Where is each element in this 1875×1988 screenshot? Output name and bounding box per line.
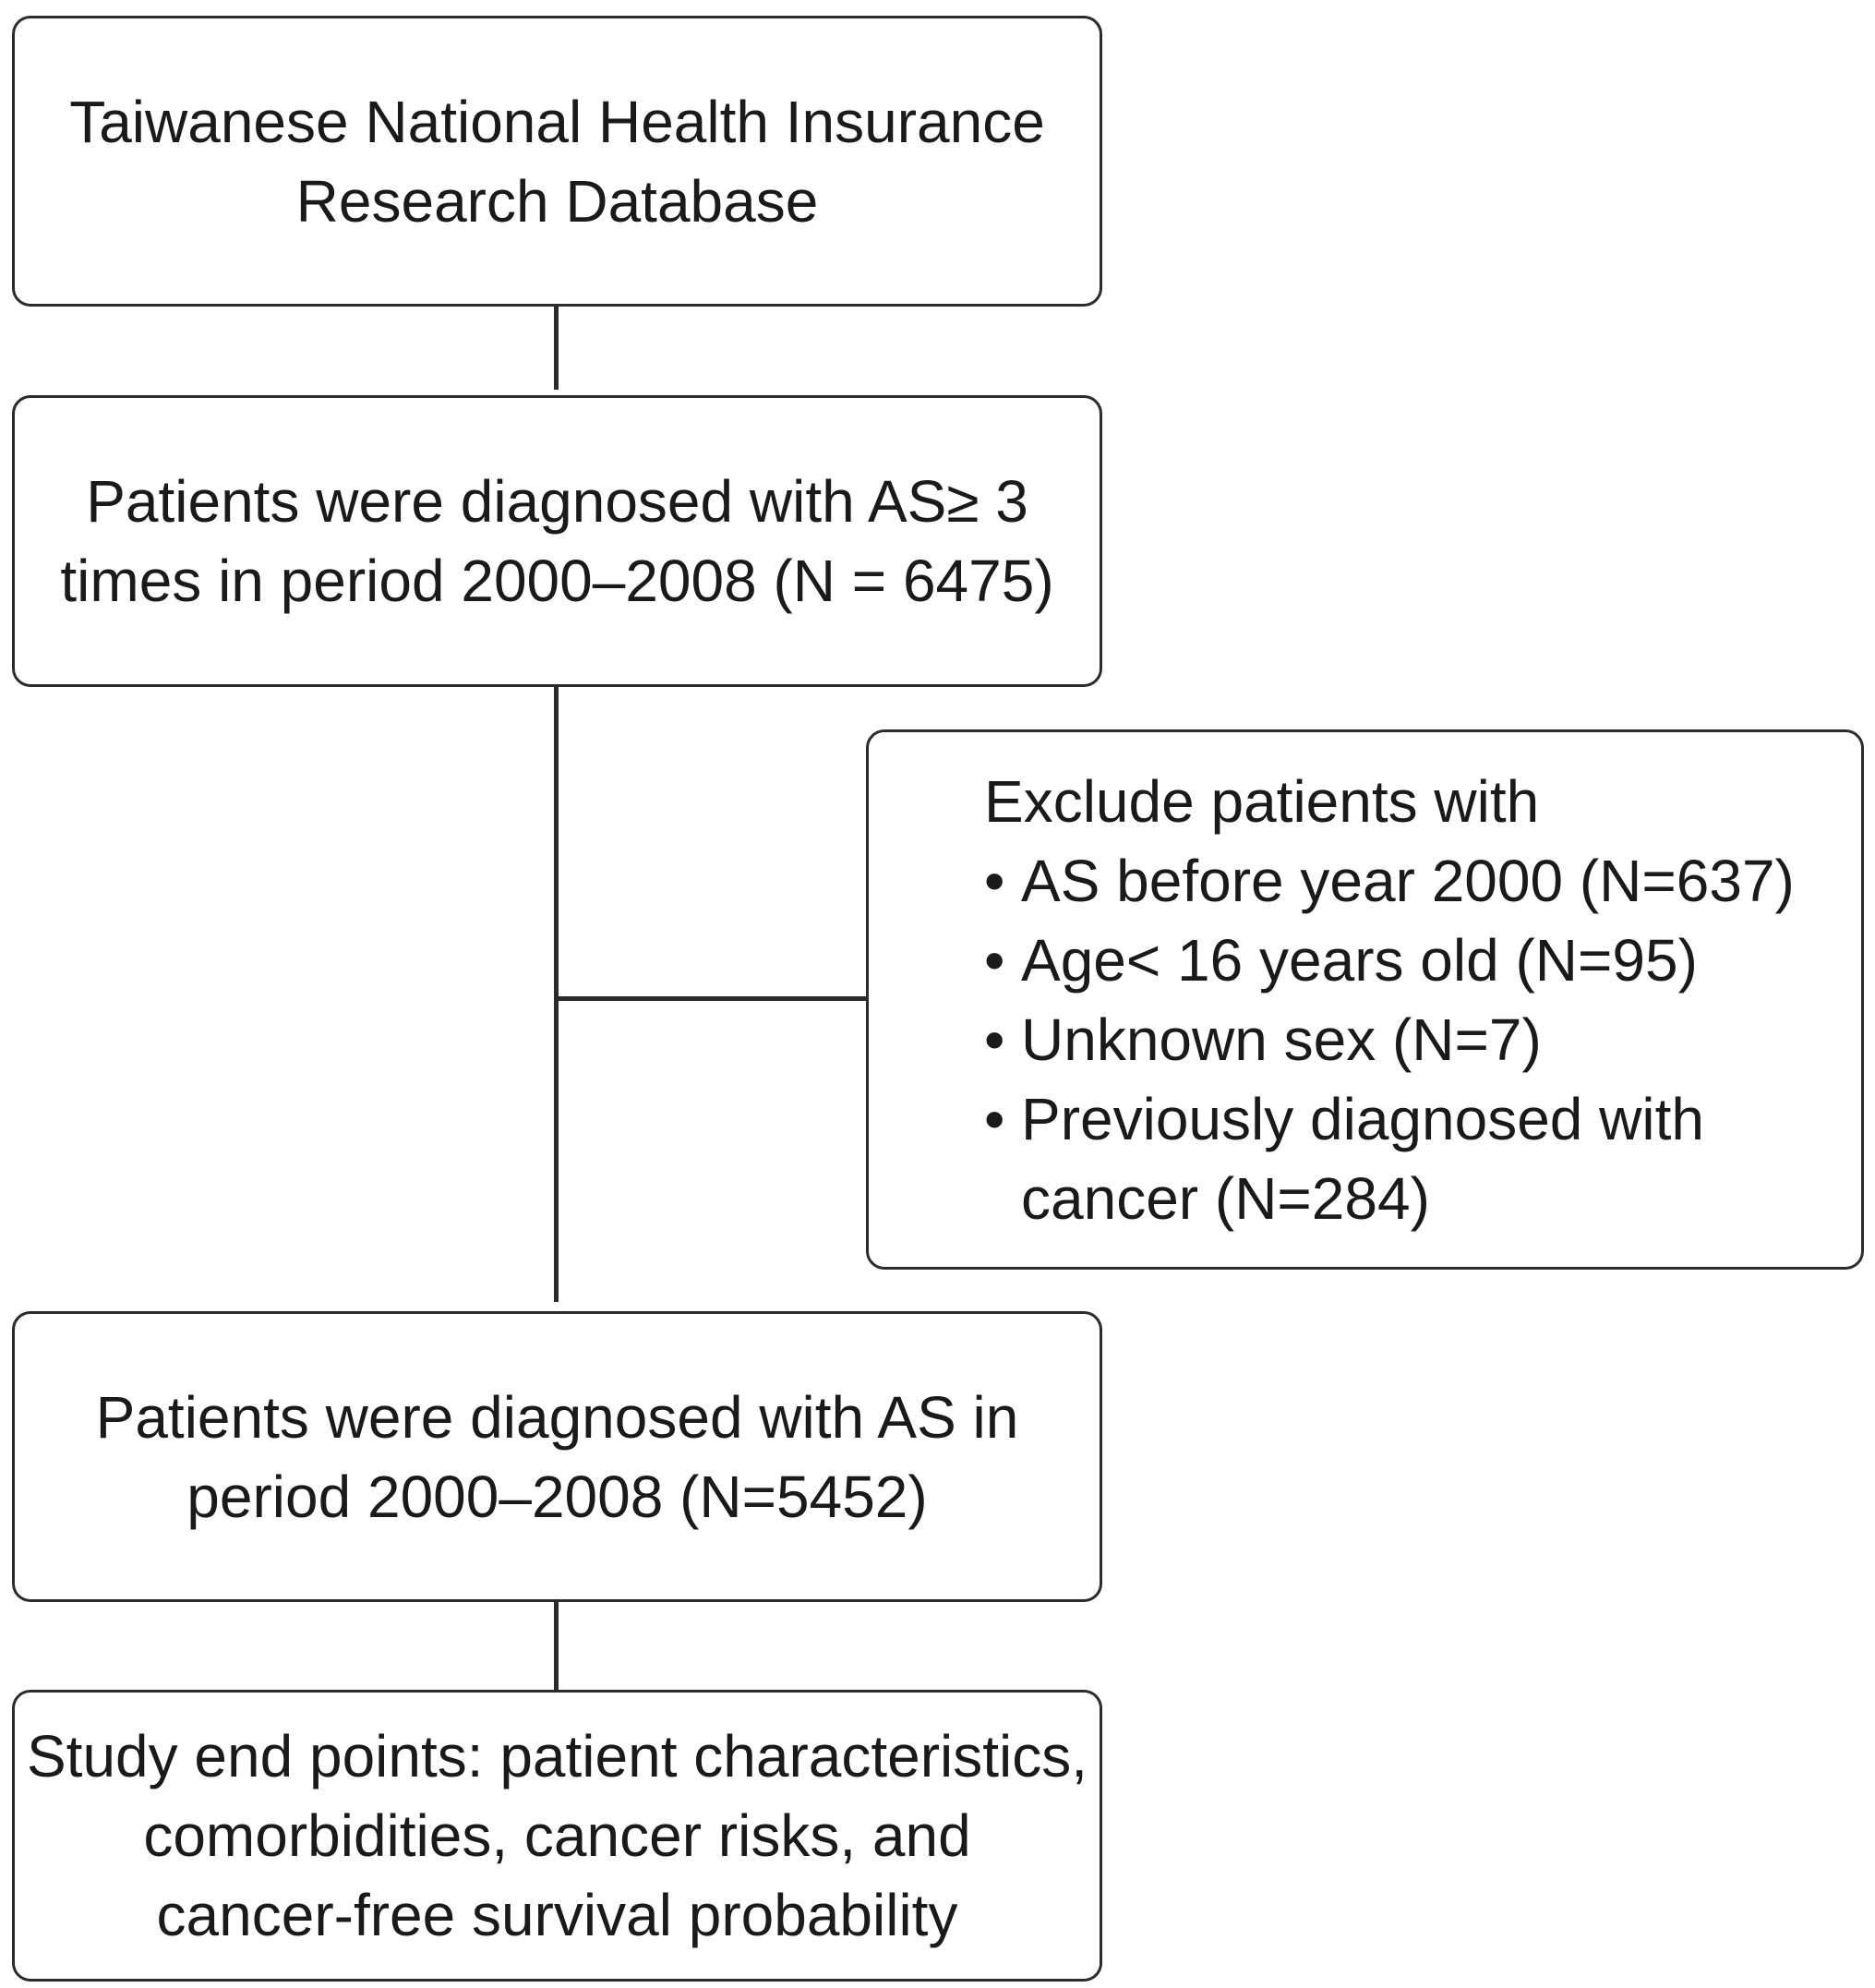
exclusion-item: • AS before year 2000 (N=637) (984, 841, 1795, 921)
source-box-line-1: Taiwanese National Health Insurance (69, 88, 1045, 155)
source-database-box: Taiwanese National Health Insurance Rese… (12, 16, 1102, 307)
connector-to-exclude-box (554, 996, 868, 1001)
exclusion-item-text: Previously diagnosed with (1021, 1085, 1704, 1152)
exclusion-item-continuation: cancer (N=284) (1021, 1164, 1430, 1232)
endpoints-box-line-3: cancer-free survival probability (156, 1882, 958, 1948)
bullet-icon: • (984, 926, 1005, 994)
initial-cohort-box: Patients were diagnosed with AS≥ 3 times… (12, 395, 1102, 687)
exclusion-heading: Exclude patients with (984, 767, 1540, 835)
exclusion-item: • Unknown sex (N=7) (984, 1000, 1542, 1079)
endpoints-box-line-1: Study end points: patient characteristic… (26, 1723, 1088, 1789)
bullet-icon: • (984, 1085, 1005, 1152)
exclusion-item-text: Age< 16 years old (N=95) (1021, 926, 1698, 994)
exclusion-criteria-box: Exclude patients with • AS before year 2… (866, 729, 1864, 1270)
cohort-box-line-1: Patients were diagnosed with AS≥ 3 (86, 468, 1028, 535)
final-box-line-2: period 2000–2008 (N=5452) (186, 1463, 928, 1530)
final-cohort-box: Patients were diagnosed with AS in perio… (12, 1311, 1102, 1602)
bullet-icon: • (984, 847, 1005, 914)
cohort-box-line-2: times in period 2000–2008 (N = 6475) (60, 548, 1054, 614)
connector-cohort-to-final (554, 685, 559, 1302)
exclusion-item-text: Unknown sex (N=7) (1021, 1006, 1542, 1073)
source-box-line-2: Research Database (295, 167, 819, 235)
final-box-line-1: Patients were diagnosed with AS in (95, 1383, 1019, 1451)
exclusion-item: • Age< 16 years old (N=95) (984, 921, 1698, 1000)
study-endpoints-box: Study end points: patient characteristic… (12, 1690, 1102, 1982)
connector-final-to-endpoints (554, 1597, 559, 1690)
bullet-icon: • (984, 1006, 1005, 1073)
endpoints-box-line-2: comorbidities, cancer risks, and (143, 1802, 971, 1869)
exclusion-item-text: AS before year 2000 (N=637) (1021, 847, 1795, 914)
exclusion-item: • Previously diagnosed with (984, 1079, 1704, 1159)
connector-source-to-cohort (554, 305, 559, 390)
